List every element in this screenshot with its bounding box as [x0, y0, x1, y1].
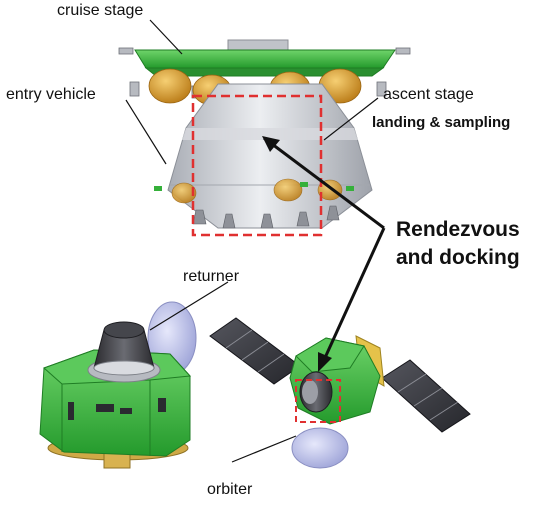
ascent-stage-leader	[323, 97, 379, 141]
orbiter-leader	[231, 435, 297, 463]
cruise-stage-leader	[149, 19, 183, 55]
rendezvous-label-line2: and docking	[396, 246, 520, 269]
landing-sampling-label: landing & sampling	[372, 114, 511, 131]
docking-highlight-box	[295, 379, 341, 423]
returner-orbiter-illustration	[39, 301, 197, 469]
returner-label: returner	[183, 268, 240, 285]
returner-leader	[149, 281, 229, 331]
landing-sampling-highlight-box	[191, 94, 323, 237]
entry-vehicle-leader	[125, 99, 167, 165]
rendezvous-label-line1: Rendezvous	[396, 218, 520, 241]
rendezvous-arrows	[262, 136, 386, 372]
cruise-stage-label: cruise stage	[57, 2, 144, 19]
docked-spacecraft-illustration	[209, 317, 471, 469]
lander-stack-illustration	[118, 39, 411, 229]
orbiter-label: orbiter	[207, 481, 253, 498]
ascent-stage-label: ascent stage	[383, 86, 474, 103]
entry-vehicle-label: entry vehicle	[6, 86, 96, 103]
leader-lines	[125, 19, 379, 463]
